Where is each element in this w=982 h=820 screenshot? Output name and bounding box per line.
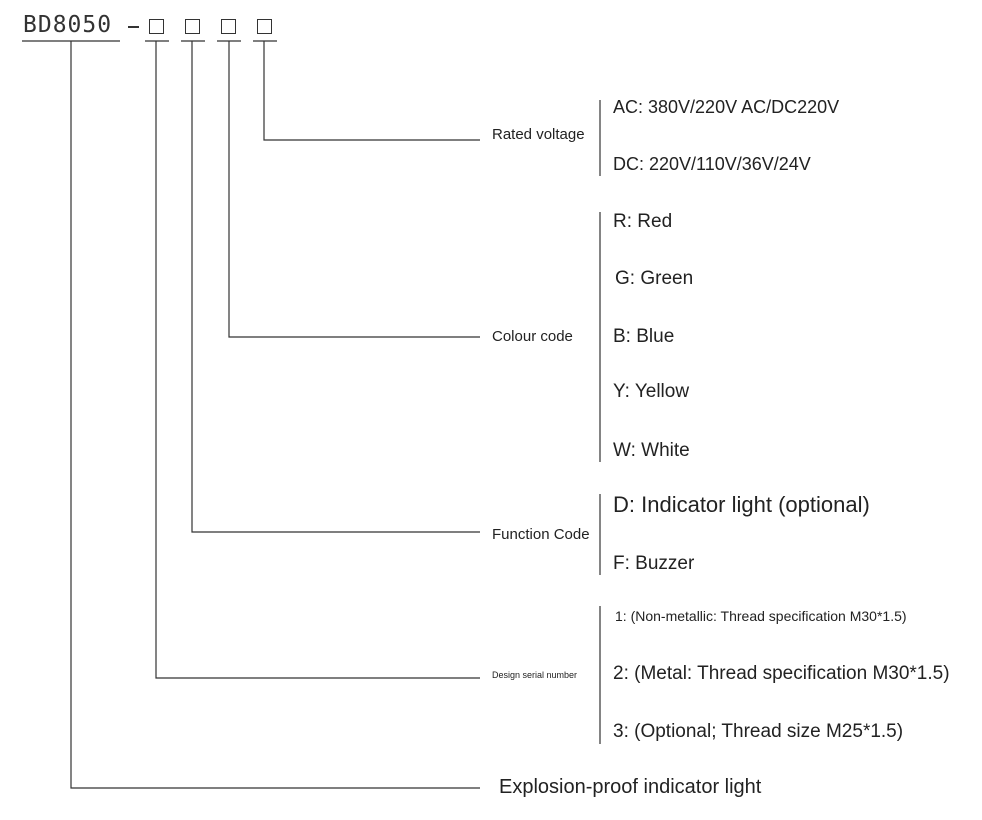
product-title: Explosion-proof indicator light: [499, 776, 762, 798]
branch-label-function-code: Function Code: [492, 526, 590, 543]
separator-dash: [128, 26, 139, 28]
slot-box: [257, 19, 272, 34]
leader-title: [70, 41, 480, 789]
leader-design-serial: [155, 41, 480, 679]
slot-box: [221, 19, 236, 34]
slot-box: [185, 19, 200, 34]
model-code: BD8050: [23, 12, 113, 38]
option-item: F: Buzzer: [613, 553, 695, 574]
option-item: 3: (Optional; Thread size M25*1.5): [613, 721, 904, 742]
option-item: 1: (Non-metallic: Thread specification M…: [615, 608, 907, 624]
slot-box: [149, 19, 164, 34]
option-item: AC: 380V/220V AC/DC220V: [613, 97, 840, 117]
option-item: R: Red: [613, 211, 673, 232]
option-item: D: Indicator light (optional): [613, 492, 870, 517]
option-item: DC: 220V/110V/36V/24V: [613, 154, 811, 174]
leader-rated-voltage: [263, 41, 480, 141]
branch-label-rated-voltage: Rated voltage: [492, 126, 585, 143]
branch-label-colour-code: Colour code: [492, 328, 573, 345]
leader-colour-code: [228, 41, 480, 338]
option-item: W: White: [613, 440, 690, 461]
leader-function-code: [191, 41, 480, 533]
option-item: 2: (Metal: Thread specification M30*1.5): [613, 663, 950, 684]
branch-label-design-serial: Design serial number: [492, 670, 578, 680]
option-item: B: Blue: [613, 326, 675, 347]
option-item: G: Green: [615, 268, 694, 289]
option-item: Y: Yellow: [613, 381, 690, 402]
